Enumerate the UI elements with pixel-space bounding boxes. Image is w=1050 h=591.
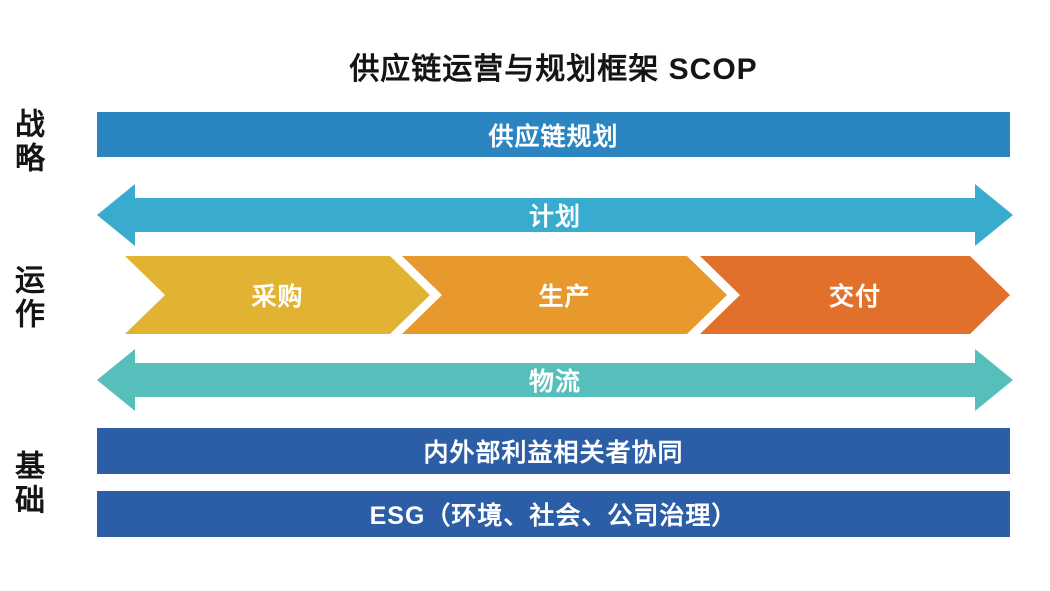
- esg-bar: ESG（环境、社会、公司治理）: [97, 491, 1010, 537]
- page-title: 供应链运营与规划框架 SCOP: [349, 53, 758, 86]
- production-chevron: [402, 256, 727, 334]
- procurement-chevron: [125, 256, 430, 334]
- plan-double-arrow: [97, 184, 1013, 246]
- planning-bar: 供应链规划: [97, 112, 1010, 157]
- process-chevrons: [125, 256, 1010, 334]
- delivery-chevron: [700, 256, 1010, 334]
- row-label-foundation: 基础: [10, 450, 43, 518]
- collaboration-bar-label: 内外部利益相关者协同: [423, 439, 684, 467]
- plan-double-arrow-shape: [97, 184, 1013, 246]
- planning-bar-label: 供应链规划: [488, 122, 619, 151]
- logistics-double-arrow-shape: [97, 349, 1013, 411]
- row-label-operations: 运作: [10, 264, 43, 332]
- esg-bar-label: ESG（环境、社会、公司治理）: [369, 502, 738, 530]
- logistics-double-arrow: [97, 349, 1013, 411]
- row-label-strategy: 战略: [10, 108, 43, 176]
- collaboration-bar: 内外部利益相关者协同: [97, 428, 1010, 474]
